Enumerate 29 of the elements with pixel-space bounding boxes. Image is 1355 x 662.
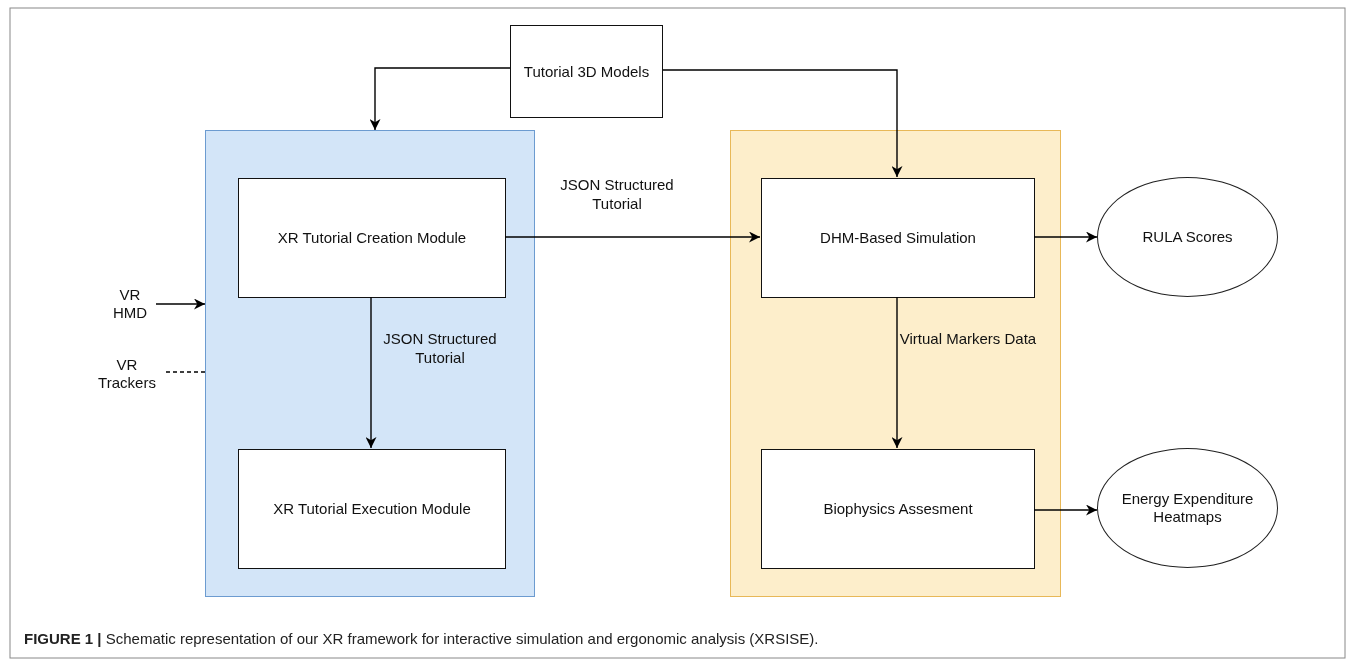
input-label: VR HMD [111,286,149,322]
arrow [891,296,903,449]
input-label: VR Trackers [97,356,157,392]
module-panel [205,130,535,597]
node-label: Energy Expenditure Heatmaps [1120,490,1255,526]
process-box [761,449,1035,569]
process-box [238,178,506,298]
arrow [369,67,511,131]
edge-label: JSON Structured Tutorial [559,176,675,214]
arrow [1033,504,1098,516]
edge-label: Virtual Markers Data [898,330,1038,349]
node-label: XR Tutorial Execution Module [273,500,471,518]
arrow [662,69,903,178]
edge-label: JSON Structured Tutorial [382,330,498,368]
dashed-connector [165,371,206,373]
node-label: Biophysics Assesment [823,500,973,518]
arrow [504,231,761,243]
node-label: RULA Scores [1142,228,1233,246]
arrow [365,296,377,449]
process-box [510,25,663,118]
node-label: XR Tutorial Creation Module [277,229,467,247]
process-box [761,178,1035,298]
node-label: DHM-Based Simulation [820,229,976,247]
figure-caption: FIGURE 1 | Schematic representation of our XR framework for interactive simulation and ergonomic analysis (XRSISE). [24,630,819,647]
node-label: Tutorial 3D Models [523,62,650,81]
arrow [1033,231,1098,243]
arrow [155,298,206,310]
module-panel [730,130,1061,597]
process-box [238,449,506,569]
